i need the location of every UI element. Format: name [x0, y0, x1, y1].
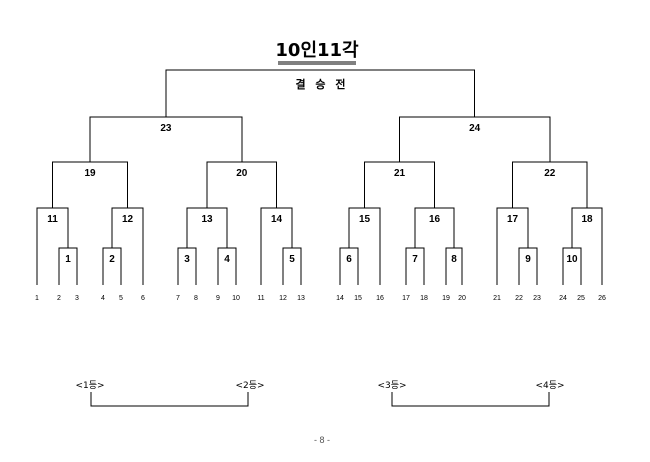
match-number-23: 23 — [160, 123, 172, 134]
player-number-3: 3 — [75, 295, 79, 302]
match-number-13: 13 — [201, 214, 213, 225]
player-number-14: 14 — [336, 295, 344, 302]
match-number-3: 3 — [184, 254, 190, 265]
player-number-22: 22 — [515, 295, 523, 302]
match-number-15: 15 — [359, 214, 371, 225]
match-number-6: 6 — [346, 254, 352, 265]
bracket-lines — [36, 69, 603, 285]
match-number-17: 17 — [507, 214, 519, 225]
rank-3-4-connector — [391, 392, 550, 407]
bracket-connector-final — [165, 69, 476, 117]
player-number-9: 9 — [216, 295, 220, 302]
player-number-24: 24 — [559, 295, 567, 302]
match-number-16: 16 — [429, 214, 441, 225]
match-number-20: 20 — [236, 168, 248, 179]
match-number-4: 4 — [224, 254, 230, 265]
match-number-8: 8 — [451, 254, 457, 265]
match-number-11: 11 — [47, 214, 58, 225]
player-number-19: 19 — [442, 295, 450, 302]
page-title: 10인11각 — [275, 40, 359, 61]
player-number-20: 20 — [458, 295, 466, 302]
rank-3-label: <3등> — [377, 380, 406, 391]
final-match-label: 결 승 전 — [295, 77, 348, 91]
player-number-16: 16 — [376, 295, 384, 302]
rank-2-label: <2등> — [235, 380, 264, 391]
player-number-15: 15 — [354, 295, 362, 302]
match-number-12: 12 — [122, 214, 134, 225]
player-number-5: 5 — [119, 295, 123, 302]
match-number-14: 14 — [271, 214, 283, 225]
rank-1-label: <1등> — [75, 380, 104, 391]
player-number-7: 7 — [176, 295, 180, 302]
match-number-1: 1 — [65, 254, 71, 265]
match-number-19: 19 — [84, 168, 96, 179]
player-number-23: 23 — [533, 295, 541, 302]
player-number-26: 26 — [598, 295, 606, 302]
page-number: - 8 - — [314, 435, 330, 445]
player-number-12: 12 — [279, 295, 287, 302]
match-number-21: 21 — [394, 168, 406, 179]
player-number-13: 13 — [297, 295, 305, 302]
rank-1-2-connector — [90, 392, 249, 407]
match-number-24: 24 — [469, 123, 481, 134]
player-number-6: 6 — [141, 295, 145, 302]
player-number-1: 1 — [35, 295, 39, 302]
player-number-25: 25 — [577, 295, 585, 302]
match-number-2: 2 — [109, 254, 115, 265]
match-number-18: 18 — [581, 214, 593, 225]
player-number-10: 10 — [232, 295, 240, 302]
player-number-4: 4 — [101, 295, 105, 302]
match-number-7: 7 — [412, 254, 418, 265]
player-number-17: 17 — [402, 295, 410, 302]
player-number-18: 18 — [420, 295, 428, 302]
match-number-5: 5 — [289, 254, 295, 265]
player-number-2: 2 — [57, 295, 61, 302]
rank-4-label: <4등> — [535, 380, 564, 391]
player-number-11: 11 — [257, 295, 264, 302]
match-number-22: 22 — [544, 168, 556, 179]
match-number-9: 9 — [525, 254, 531, 265]
player-number-8: 8 — [194, 295, 198, 302]
match-number-10: 10 — [566, 254, 578, 265]
rank-section: <1등> <2등> <3등> <4등> — [75, 380, 565, 407]
player-number-21: 21 — [493, 295, 501, 302]
